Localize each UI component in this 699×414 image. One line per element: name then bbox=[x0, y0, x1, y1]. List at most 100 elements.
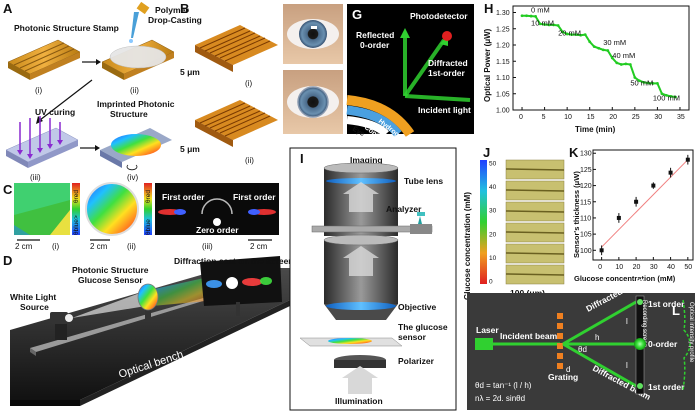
microscopy-strip bbox=[505, 159, 565, 285]
profile-label: Optical intensity profile bbox=[688, 302, 694, 363]
stamp-label: Photonic Structure Stamp bbox=[14, 23, 119, 33]
light-arrow-2 bbox=[349, 258, 373, 276]
first-order-spot-bottom bbox=[637, 383, 643, 389]
light-arrowhead-2 bbox=[343, 246, 379, 258]
annotation: 50 mM bbox=[630, 79, 653, 88]
colorbar-c-i bbox=[72, 183, 80, 235]
data-point bbox=[579, 33, 583, 37]
afm-surface-1 bbox=[195, 25, 278, 72]
projection-screen bbox=[200, 256, 282, 316]
y-tick-label: 120 bbox=[580, 183, 592, 190]
uv-label: UV curing bbox=[35, 107, 75, 117]
colorbar-tick: 20 bbox=[489, 231, 497, 238]
objective-label: Objective bbox=[398, 302, 437, 312]
analyzer-knob bbox=[417, 212, 425, 216]
rotate-icon bbox=[126, 164, 138, 171]
arrow-a-2 bbox=[39, 79, 93, 121]
sub-a-ii: (ii) bbox=[130, 86, 139, 95]
polymer-label-1: Polymer bbox=[155, 5, 189, 15]
data-point bbox=[547, 23, 551, 27]
colorbar-j bbox=[480, 160, 487, 284]
analyzer-pointer bbox=[418, 216, 422, 224]
eye-layer bbox=[346, 116, 389, 137]
data-point bbox=[624, 62, 628, 66]
first-order-bottom-label: 1st order bbox=[648, 382, 685, 392]
photodetector-icon bbox=[442, 31, 452, 41]
data-point bbox=[606, 49, 610, 52]
y-tick-label: 100 bbox=[580, 248, 592, 255]
white-light-2: Source bbox=[20, 302, 49, 312]
chart-h-xlabel: Time (min) bbox=[575, 125, 616, 134]
scale-c-3: 2 cm bbox=[250, 242, 268, 251]
sub-a-i: (i) bbox=[35, 86, 42, 95]
data-point bbox=[656, 81, 659, 85]
y-tick-label: 1.15 bbox=[496, 59, 510, 66]
data-point bbox=[616, 215, 621, 220]
panel-f: F bbox=[283, 68, 343, 134]
theta-red-1: θred bbox=[73, 190, 80, 203]
chart-j-ylabel: Glucose concentration (mM) bbox=[463, 192, 472, 300]
colorbar-tick: 40 bbox=[489, 184, 497, 191]
uv-curing-illustration bbox=[5, 116, 79, 168]
data-point bbox=[665, 93, 668, 97]
chart-k-xlabel: Glucose concentration (mM) bbox=[574, 274, 676, 283]
data-point bbox=[529, 14, 533, 18]
y-tick-label: 130 bbox=[580, 151, 592, 158]
imaging-label: Imaging bbox=[350, 155, 383, 165]
panel-c: C θred > θblue 2 cm (i) 2 cm (ii) θred θ… bbox=[3, 182, 279, 251]
scale-b-2: 5 μm bbox=[180, 144, 200, 154]
x-tick-label: 15 bbox=[587, 114, 595, 121]
sub-a-iv: (iv) bbox=[127, 173, 138, 182]
diffracted-label-1: Diffracted bbox=[428, 58, 468, 68]
annotation: 30 mM bbox=[603, 38, 626, 47]
y-tick-label: 105 bbox=[580, 232, 592, 239]
data-point bbox=[685, 157, 690, 162]
sensor-label-i-1: The glucose bbox=[398, 322, 448, 332]
tube-lens bbox=[326, 178, 396, 184]
data-point bbox=[583, 33, 587, 36]
x-tick-label: 25 bbox=[632, 114, 640, 121]
data-point bbox=[570, 33, 574, 36]
panel-g: G Hydrogel sensor Contact lens Eye Photo… bbox=[346, 4, 474, 158]
imprinted-label-1: Imprinted Photonic bbox=[97, 99, 175, 109]
data-point bbox=[525, 14, 528, 18]
grating-icon bbox=[557, 313, 563, 369]
data-point bbox=[637, 79, 641, 83]
light-source bbox=[50, 312, 73, 340]
data-point bbox=[592, 45, 596, 49]
white-beam bbox=[72, 290, 148, 318]
data-point bbox=[651, 81, 655, 85]
upper-column-top bbox=[323, 162, 399, 174]
zero-order: Zero order bbox=[196, 225, 239, 235]
x-tick-label: 0 bbox=[519, 114, 523, 121]
y-tick-label: 125 bbox=[580, 167, 592, 174]
y-tick-label: 1.25 bbox=[496, 26, 510, 33]
sensor-disc bbox=[137, 283, 159, 320]
sensor-label-1: Photonic Structure bbox=[72, 265, 149, 275]
l-label-top: l bbox=[626, 317, 628, 326]
data-point bbox=[674, 95, 677, 99]
panel-label-a: A bbox=[3, 1, 13, 16]
light-arrow-3 bbox=[348, 378, 372, 394]
y-tick-label: 1.10 bbox=[496, 75, 510, 82]
intensity-profile bbox=[682, 299, 691, 391]
x-tick-label: 35 bbox=[677, 114, 685, 121]
data-point bbox=[601, 48, 605, 52]
data-point bbox=[556, 24, 560, 27]
incident-label-l: Incident beam bbox=[500, 331, 558, 341]
x-tick-label: 10 bbox=[615, 264, 623, 271]
x-tick-label: 30 bbox=[654, 114, 662, 121]
theta-blue-2: θblue bbox=[145, 219, 152, 235]
first-order-beam-top bbox=[562, 300, 637, 346]
panel-j: J Glucose concentration (mM) 01020304050… bbox=[463, 145, 565, 300]
data-point bbox=[588, 40, 592, 44]
data-point bbox=[574, 33, 578, 36]
analyzer-slider bbox=[410, 224, 432, 234]
polymer-label-2: Drop-Casting bbox=[148, 15, 202, 25]
data-point bbox=[651, 183, 656, 188]
stamp-illustration bbox=[7, 39, 81, 80]
y-tick-label: 115 bbox=[580, 199, 591, 206]
reflected-label-2: 0-order bbox=[360, 40, 390, 50]
